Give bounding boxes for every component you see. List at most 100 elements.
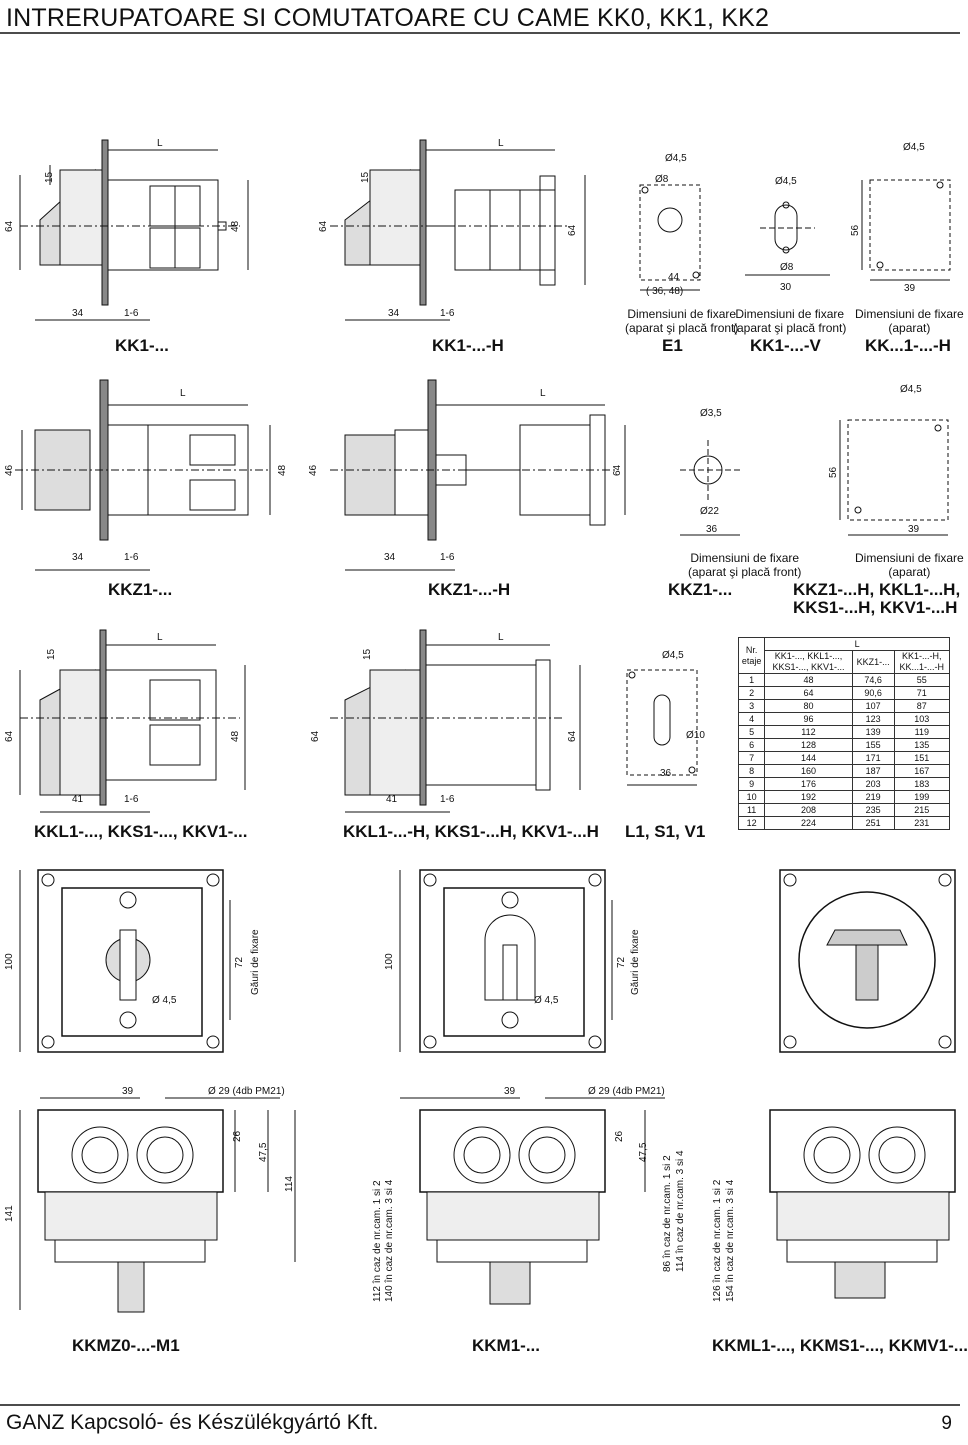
dim-64: 64 xyxy=(4,730,15,742)
table-header: KKZ1-... xyxy=(851,650,895,674)
page-number: 9 xyxy=(941,1413,952,1434)
fixing-caption: Dimensiuni de fixare (aparat şi placă fr… xyxy=(733,307,847,335)
front-view-3 xyxy=(779,869,956,1053)
table-cell: 171 xyxy=(851,751,895,765)
table-cell: 7 xyxy=(737,751,766,765)
dim-dia: Ø 29 (4db PM21) xyxy=(588,1086,665,1097)
table-header: Nr. etaje xyxy=(737,637,766,674)
model-label: KK...1-...-H xyxy=(865,336,951,355)
fixing-caption: Dimensiuni de fixare (aparat) xyxy=(855,551,964,579)
dim-1-6: 1-6 xyxy=(124,308,139,319)
dim-39: 39 xyxy=(504,1086,516,1097)
e1-fixing-holes xyxy=(639,184,701,281)
model-label: KKML1-..., KKMS1-..., KKMV1-... xyxy=(712,1336,968,1355)
dim-1-6: 1-6 xyxy=(124,794,139,805)
kk1-v-fixing-holes xyxy=(760,201,815,254)
dim-46: 46 xyxy=(308,464,319,476)
fixing-caption: Dimensiuni de fixare (aparat) xyxy=(855,307,964,335)
dim-72: 72 xyxy=(234,956,245,968)
dim-dia: Ø8 xyxy=(780,262,794,273)
model-label: KKZ1-...H, KKL1-...H, xyxy=(793,580,961,599)
table-cell: 219 xyxy=(851,790,895,804)
dim-141: 141 xyxy=(4,1205,15,1222)
table-header: KK1-..., KKL1-..., KKS1-..., KKV1-... xyxy=(764,650,853,674)
dim-dia: Ø8 xyxy=(655,174,669,185)
table-cell: 183 xyxy=(893,777,951,791)
table-cell: 203 xyxy=(851,777,895,791)
table-header: L xyxy=(764,637,950,651)
model-label: KKL1-..., KKS1-..., KKV1-... xyxy=(34,822,248,841)
model-label: KKZ1-...-H xyxy=(428,580,511,599)
front-view-1 xyxy=(37,869,224,1053)
table-cell: 9 xyxy=(737,777,766,791)
table-cell: 155 xyxy=(851,738,895,752)
model-label: KK1-...-H xyxy=(432,336,504,355)
table-cell: 6 xyxy=(737,738,766,752)
kkz1-fixing-holes xyxy=(680,440,740,500)
enclosure-kkmz0 xyxy=(37,1109,224,1313)
dim-L: L xyxy=(540,388,546,399)
front-view-2 xyxy=(419,869,606,1053)
dim-1-6: 1-6 xyxy=(440,308,455,319)
dim-1-6: 1-6 xyxy=(440,552,455,563)
table-cell: 112 xyxy=(764,725,853,739)
dim-L: L xyxy=(157,138,163,149)
table-cell: 4 xyxy=(737,712,766,726)
dim-64: 64 xyxy=(612,464,623,476)
model-label: KKZ1-... xyxy=(108,580,173,599)
table-cell: 231 xyxy=(893,816,951,830)
table-cell: 87 xyxy=(893,699,951,713)
dim-64: 64 xyxy=(567,224,578,236)
dim-15: 15 xyxy=(46,648,57,660)
note-height: 86 în caz de nr.cam. 1 si 2 xyxy=(662,1155,673,1272)
table-header: KK1-...-H, KK...1-...-H xyxy=(893,650,951,674)
table-cell: 251 xyxy=(851,816,895,830)
kk1-h-side-view xyxy=(330,139,570,306)
kk-1-h-fixing-holes xyxy=(869,179,951,271)
model-label: KK1-... xyxy=(115,336,169,355)
table-cell: 187 xyxy=(851,764,895,778)
table-cell: 11 xyxy=(737,803,766,817)
model-label: KKS1-...H, KKV1-...H xyxy=(793,598,958,617)
dim-dia: Ø22 xyxy=(700,506,719,517)
dim-dia: Ø 29 (4db PM21) xyxy=(208,1086,285,1097)
holes-label: Găuri de fixare xyxy=(250,929,261,995)
dim-dia: Ø4,5 xyxy=(665,153,687,164)
dim-46: 46 xyxy=(4,464,15,476)
kkl1-side-view xyxy=(20,629,240,806)
table-cell: 74,6 xyxy=(851,673,895,687)
dim-36: 36 xyxy=(660,768,672,779)
dim-114: 114 xyxy=(284,1176,295,1192)
dim-56: 56 xyxy=(850,224,861,236)
dim-dia: Ø 4,5 xyxy=(152,995,177,1006)
fixing-caption: Dimensiuni de fixare (aparat şi placă fr… xyxy=(688,551,802,579)
model-label: KKM1-... xyxy=(472,1336,540,1355)
table-cell: 199 xyxy=(893,790,951,804)
dim-15: 15 xyxy=(44,171,55,183)
dim-64: 64 xyxy=(4,220,15,232)
dim-39: 39 xyxy=(122,1086,134,1097)
dim-L: L xyxy=(498,138,504,149)
kkl1-h-side-view xyxy=(330,629,565,806)
dim-64: 64 xyxy=(567,730,578,742)
dim-30: 30 xyxy=(780,282,792,293)
holes-label: Găuri de fixare xyxy=(630,929,641,995)
dim-64: 64 xyxy=(310,730,321,742)
table-cell: 64 xyxy=(764,686,853,700)
table-cell: 48 xyxy=(764,673,853,687)
dim-dia: Ø 4,5 xyxy=(534,995,559,1006)
model-label: KK1-...-V xyxy=(750,336,821,355)
note-height: 126 în caz de nr.cam. 1 si 2 xyxy=(712,1179,723,1302)
dim-dia: Ø4,5 xyxy=(662,650,684,661)
dim-56: 56 xyxy=(828,466,839,478)
table-cell: 135 xyxy=(893,738,951,752)
